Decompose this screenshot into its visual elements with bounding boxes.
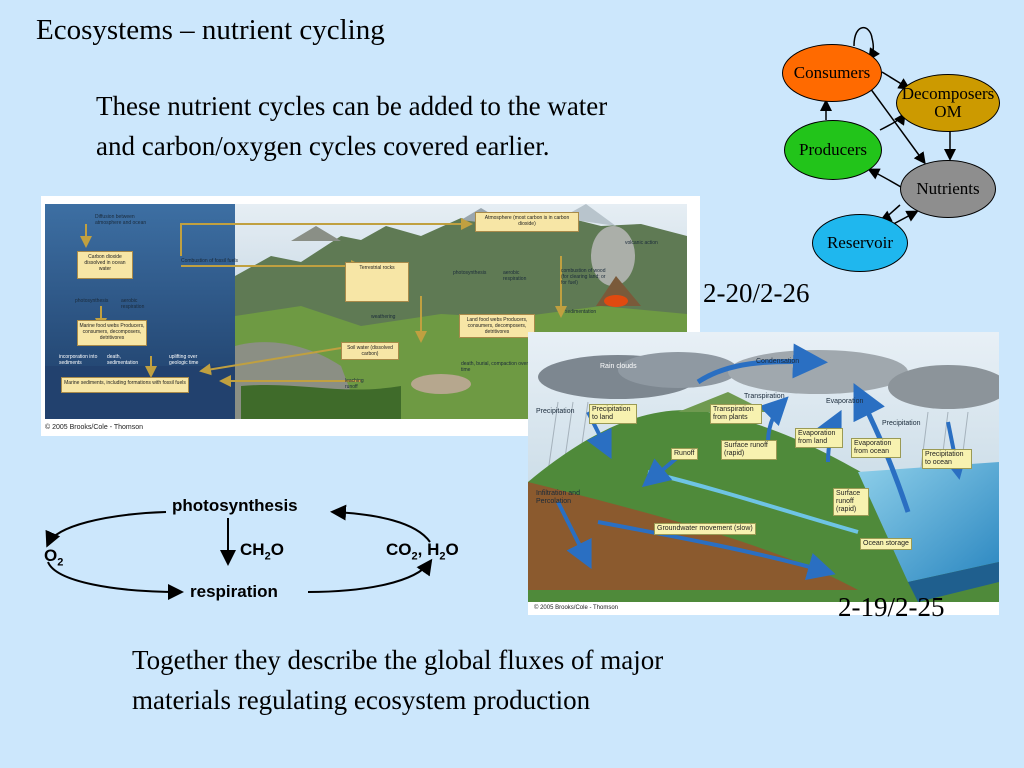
- water-copyright: © 2005 Brooks/Cole - Thomson: [534, 605, 619, 611]
- land-food-webs-box: Land food webs Producers, consumers, dec…: [459, 314, 535, 338]
- closing-text: Together they describe the global fluxes…: [132, 640, 892, 720]
- node-decomposers: Decomposers OM: [896, 74, 1000, 132]
- box-ocean-storage: Ocean storage: [860, 538, 912, 550]
- marine-food-webs-box: Marine food webs Producers, consumers, d…: [77, 320, 147, 346]
- label-incorporation: incorporation into sediments: [59, 354, 98, 366]
- co2-h2o-label: CO2, H2O: [386, 540, 459, 562]
- om-label: OM: [934, 102, 962, 121]
- oxygen-subscript: 2: [57, 556, 64, 569]
- ch2o-part-2: O: [270, 540, 284, 559]
- box-groundwater: Groundwater movement (slow): [654, 523, 756, 535]
- label-diffusion: Diffusion between atmosphere and ocean: [95, 214, 147, 226]
- atmosphere-box: Atmosphere (most carbon is in carbon dio…: [475, 212, 579, 232]
- label-precipitation-left: Precipitation: [536, 408, 575, 415]
- oxygen-symbol: O: [44, 546, 58, 565]
- marine-sediments-box: Marine sediments, including formations w…: [61, 377, 189, 393]
- ch2o-subscript: 2: [264, 550, 271, 563]
- label-weathering: weathering: [371, 314, 396, 320]
- label-rain-clouds: Rain clouds: [600, 363, 637, 370]
- label-uplift: uplifting over geologic time: [169, 354, 199, 366]
- label-condensation: Condensation: [756, 358, 800, 365]
- soil-water-box: Soil water (dissolved carbon): [341, 342, 399, 360]
- box-precip-ocean: Precipitation to ocean: [922, 449, 972, 469]
- oxygen-label: O2: [44, 546, 63, 568]
- box-precip-land: Precipitation to land: [589, 404, 637, 424]
- intro-line-1: These nutrient cycles can be added to th…: [96, 91, 608, 121]
- box-surface-runoff-2: Surface runoff (rapid): [833, 488, 869, 516]
- intro-text: These nutrient cycles can be added to th…: [96, 86, 796, 166]
- label-evaporation: Evaporation: [826, 398, 864, 405]
- water-cycle-figure: Rain clouds Condensation Transpiration E…: [528, 332, 999, 615]
- ocean-co2-box: Carbon dioxide dissolved in ocean water: [77, 251, 133, 279]
- photosynthesis-label: photosynthesis: [172, 496, 298, 515]
- node-consumers: Consumers: [782, 44, 882, 102]
- carbohydrate-label: CH2O: [240, 540, 284, 562]
- ch2o-part-1: CH: [240, 540, 265, 559]
- intro-line-2: and carbon/oxygen cycles covered earlier…: [96, 131, 550, 161]
- label-death-marine: death, sedimentation: [107, 354, 139, 366]
- label-sedimentation: sedimentation: [565, 309, 597, 315]
- slide-title: Ecosystems – nutrient cycling: [36, 14, 385, 46]
- box-runoff: Runoff: [671, 448, 698, 460]
- label-volcanic: volcanic action: [625, 240, 658, 246]
- terrestrial-rocks-box: Terrestrial rocks: [345, 262, 409, 302]
- label-photosynthesis-land: photosynthesis: [453, 270, 487, 276]
- label-death-land: death, burial, compaction over geologic …: [461, 361, 548, 373]
- box-evap-ocean: Evaporation from ocean: [851, 438, 901, 458]
- label-leaching: leaching runoff: [345, 378, 364, 390]
- label-respiration-ocean: aerobic respiration: [121, 298, 145, 310]
- co2-part-1: CO: [386, 540, 412, 559]
- label-respiration-land: aerobic respiration: [503, 270, 527, 282]
- carbon-cycle-figure: Atmosphere (most carbon is in carbon dio…: [41, 196, 700, 436]
- node-reservoir: Reservoir: [812, 214, 908, 272]
- box-surface-runoff: Surface runoff (rapid): [721, 440, 777, 460]
- respiration-label: respiration: [190, 582, 278, 601]
- node-nutrients: Nutrients: [900, 160, 996, 218]
- label-burning: combustion of wood (for clearing land; o…: [561, 268, 606, 286]
- reaction-arrows: [45, 504, 433, 600]
- water-cycle-illustration: [528, 332, 999, 602]
- box-evap-land: Evaporation from land: [795, 428, 843, 448]
- carbon-copyright: © 2005 Brooks/Cole - Thomson: [45, 424, 144, 431]
- label-infiltration: Infiltration and Percolation: [536, 490, 580, 505]
- co2-subscript: 2: [411, 550, 418, 563]
- carbon-figure-label: 2-20/2-26: [703, 278, 810, 308]
- closing-line-1: Together they describe the global fluxes…: [132, 645, 664, 675]
- water-figure-label: 2-19/2-25: [838, 592, 945, 622]
- box-transp-plants: Transpiration from plants: [710, 404, 762, 424]
- h2o-part-2: O: [445, 540, 459, 559]
- label-precipitation-right: Precipitation: [882, 420, 921, 427]
- h2o-subscript: 2: [439, 550, 446, 563]
- decomposers-label: Decomposers: [901, 84, 995, 103]
- h2o-part-1: , H: [417, 540, 440, 559]
- closing-line-2: materials regulating ecosystem productio…: [132, 685, 591, 715]
- label-photosynthesis-ocean: photosynthesis: [75, 298, 109, 304]
- label-transpiration: Transpiration: [744, 393, 785, 400]
- label-combustion: Combustion of fossil fuels: [181, 258, 238, 264]
- node-producers: Producers: [784, 120, 882, 180]
